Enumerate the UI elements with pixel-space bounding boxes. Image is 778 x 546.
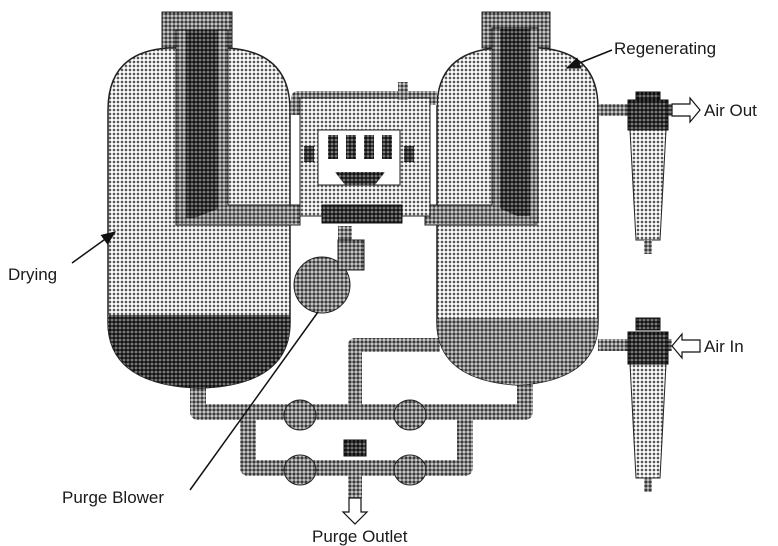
label-purge-blower: Purge Blower bbox=[62, 488, 164, 507]
valve-top-right bbox=[393, 399, 427, 431]
air-in-arrow bbox=[671, 332, 701, 360]
regenerating-leader bbox=[565, 49, 613, 69]
label-drying: Drying bbox=[8, 265, 57, 284]
regenerating-tower bbox=[424, 11, 599, 386]
label-air-in: Air In bbox=[704, 337, 744, 356]
valve-top-left bbox=[283, 399, 317, 431]
label-purge-outlet: Purge Outlet bbox=[312, 527, 408, 546]
check-valve bbox=[343, 439, 367, 457]
drying-tower bbox=[107, 11, 301, 389]
purge-blower-leader bbox=[189, 311, 319, 491]
purge-piping bbox=[190, 338, 533, 498]
switching-valve bbox=[290, 82, 437, 224]
air-out-arrow bbox=[671, 96, 701, 124]
valve-bottom-right bbox=[393, 454, 427, 486]
valve-bottom-left bbox=[283, 454, 317, 486]
purge-blower bbox=[293, 226, 365, 314]
purge-outlet-arrow bbox=[341, 497, 369, 525]
label-air-out: Air Out bbox=[704, 101, 757, 120]
air-in-filter bbox=[598, 317, 672, 492]
label-regenerating: Regenerating bbox=[614, 39, 716, 58]
air-out-filter bbox=[598, 91, 672, 254]
drying-leader bbox=[71, 231, 117, 264]
valves bbox=[283, 399, 427, 486]
